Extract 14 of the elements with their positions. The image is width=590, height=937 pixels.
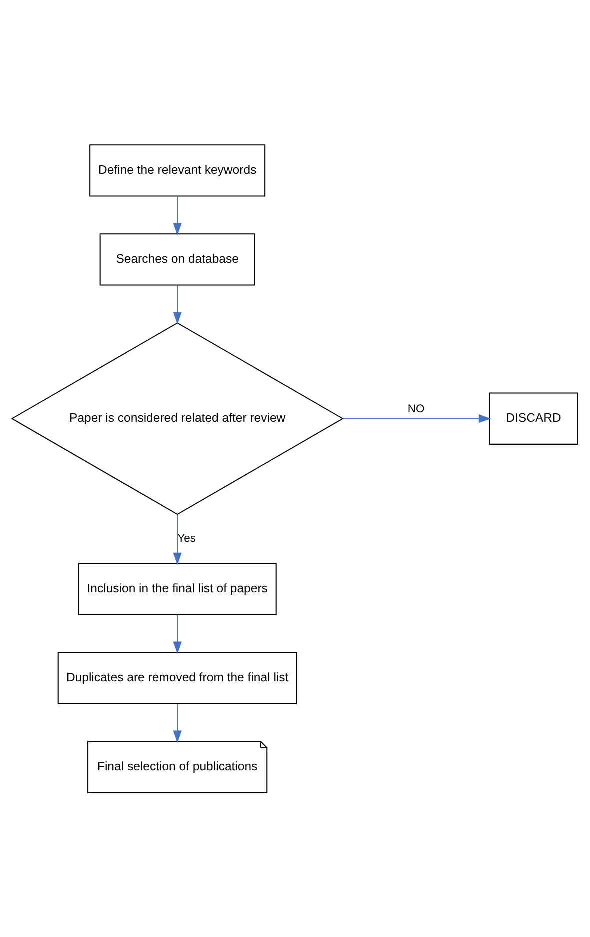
arrow xyxy=(173,704,182,743)
node-box: DISCARD xyxy=(489,392,578,444)
node-diamond: Paper is considered related after review xyxy=(11,322,344,515)
node-box: Searches on database xyxy=(100,233,256,286)
arrow xyxy=(173,196,182,235)
edge-label: Yes xyxy=(178,532,196,544)
edge-label: NO xyxy=(408,403,425,416)
node-box: Inclusion in the final list of papers xyxy=(78,562,277,615)
arrow xyxy=(173,285,182,324)
node-box: Define the relevant keywords xyxy=(90,144,266,196)
node-box: Duplicates are removed from the final list xyxy=(58,652,298,704)
arrow xyxy=(173,614,182,654)
arrow xyxy=(173,514,182,565)
arrow xyxy=(343,414,492,423)
